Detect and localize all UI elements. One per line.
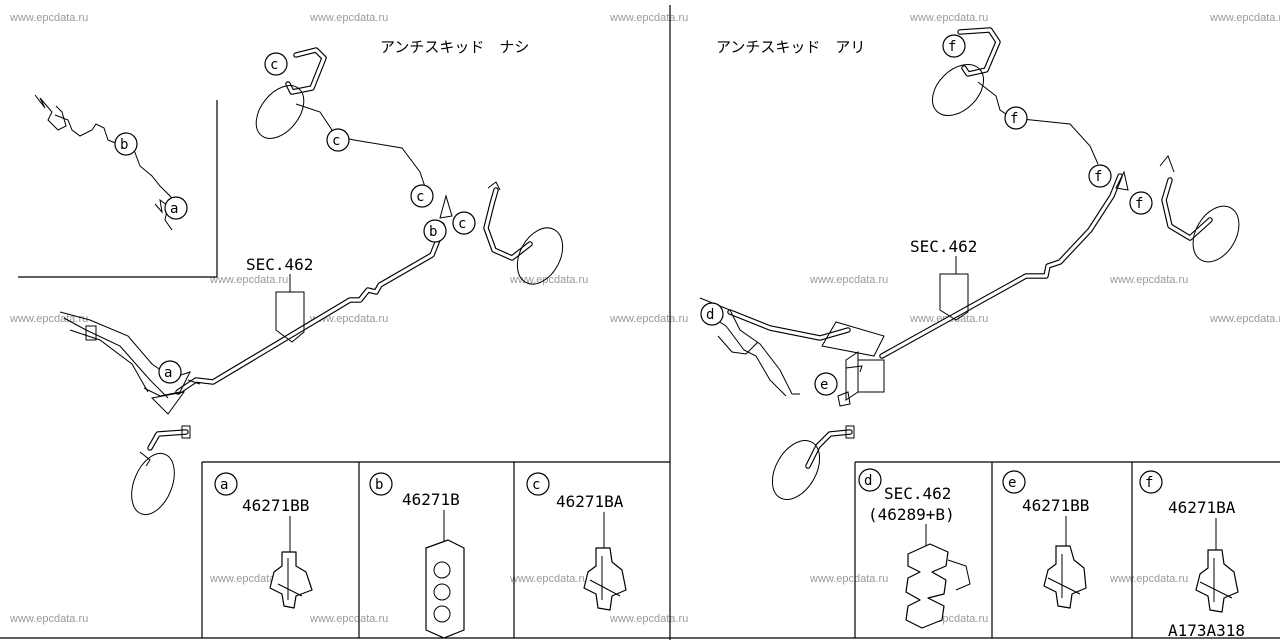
watermark: www.epcdata.ru	[609, 313, 688, 325]
part-number: 46271B	[402, 490, 460, 509]
callout-letter: c	[458, 216, 466, 232]
watermark-layer: www.epcdata.ru www.epcdata.ru www.epcdat…	[9, 12, 1280, 625]
callout-circle	[1088, 164, 1112, 188]
callout-letter: b	[429, 224, 437, 240]
watermark: www.epcdata.ru	[509, 274, 588, 286]
watermark: www.epcdata.ru	[209, 274, 288, 286]
part-letter: c	[532, 477, 540, 493]
callout-circle	[158, 360, 182, 384]
callout-letter: f	[1094, 169, 1102, 185]
watermark: www.epcdata.ru	[9, 12, 88, 24]
callout-letter: a	[164, 365, 172, 381]
part-cell-e: e 46271BB	[1002, 470, 1089, 609]
callout-letter: c	[332, 133, 340, 149]
part-letter: b	[375, 477, 383, 493]
callout-circle	[814, 372, 838, 396]
front-brake-assembly	[59, 311, 201, 415]
part-cell-f: f 46271BA	[1139, 470, 1239, 613]
upper-hose-assembly	[255, 47, 429, 197]
clip-icon	[269, 551, 313, 609]
callout-letter: f	[1135, 196, 1143, 212]
callout-circle	[114, 132, 138, 156]
figure-code: A173A318	[1168, 621, 1245, 640]
callout-circle	[942, 34, 966, 58]
watermark: www.epcdata.ru	[1209, 12, 1280, 24]
rear-hose-assembly-abs	[771, 391, 855, 500]
callout-letter: c	[416, 189, 424, 205]
callout-circle	[700, 302, 724, 326]
watermark: www.epcdata.ru	[509, 573, 588, 585]
left-panel: アンチスキッド ナシ	[34, 38, 627, 639]
callout-letter: c	[270, 57, 278, 73]
right-sec-label: SEC.462	[910, 237, 977, 256]
watermark: www.epcdata.ru	[309, 313, 388, 325]
watermark: www.epcdata.ru	[309, 12, 388, 24]
clip-icon	[1043, 545, 1087, 609]
watermark: www.epcdata.ru	[809, 573, 888, 585]
callout-letter: b	[120, 137, 128, 153]
watermark: www.epcdata.ru	[609, 12, 688, 24]
frame-lines	[0, 5, 1280, 640]
clip-icon	[425, 539, 465, 639]
callout-circle	[1004, 106, 1028, 130]
watermark: www.epcdata.ru	[9, 613, 88, 625]
watermark: www.epcdata.ru	[809, 274, 888, 286]
abs-module	[699, 297, 885, 401]
callout-circle	[452, 211, 476, 235]
part-letter: e	[1008, 475, 1016, 491]
part-number: 46271BA	[556, 492, 624, 511]
callout-circle	[423, 219, 447, 243]
callout-letter: e	[820, 377, 828, 393]
main-brake-pipe-abs	[727, 173, 1123, 359]
part-cell-b: b 46271B	[369, 472, 465, 639]
clip-icon	[1195, 549, 1239, 613]
callout-letter: d	[706, 307, 714, 323]
watermark: www.epcdata.ru	[209, 573, 288, 585]
part-cell-a: a 46271BB	[214, 472, 313, 609]
watermark: www.epcdata.ru	[9, 313, 88, 325]
part-cell-d: d SEC.462 (46289+B)	[858, 468, 971, 629]
main-brake-pipe	[175, 222, 445, 395]
watermark: www.epcdata.ru	[1109, 573, 1188, 585]
part-number: 46271BA	[1168, 498, 1236, 517]
watermark: www.epcdata.ru	[309, 613, 388, 625]
watermark: www.epcdata.ru	[909, 12, 988, 24]
callout-circle	[410, 184, 434, 208]
part-letter: a	[220, 477, 228, 493]
part-cell-c: c 46271BA	[526, 472, 627, 611]
right-hose-assembly-abs	[1115, 155, 1240, 263]
part-letter: f	[1145, 475, 1153, 491]
inset-sketch	[34, 94, 177, 231]
callout-letter: f	[1010, 111, 1018, 127]
part-number: 46271BB	[1022, 496, 1089, 515]
right-panel-title: アンチスキッド アリ	[716, 38, 865, 56]
rear-hose-assembly	[131, 425, 191, 516]
part-number-sub: (46289+B)	[868, 505, 955, 524]
callout-circle	[326, 128, 350, 152]
callout-letter: a	[170, 201, 178, 217]
part-number: 46271BB	[242, 496, 309, 515]
watermark: www.epcdata.ru	[1209, 313, 1280, 325]
clip-icon	[905, 543, 949, 629]
part-number: SEC.462	[884, 484, 951, 503]
watermark: www.epcdata.ru	[1109, 274, 1188, 286]
clip-icon	[583, 547, 627, 611]
part-letter: d	[864, 473, 872, 489]
right-hose-assembly	[439, 181, 564, 285]
callout-letter: f	[948, 39, 956, 55]
watermark: www.epcdata.ru	[609, 613, 688, 625]
left-sec-label: SEC.462	[246, 255, 313, 274]
callout-circle	[264, 52, 288, 76]
callout-circle	[1129, 191, 1153, 215]
callout-circle	[164, 196, 188, 220]
left-panel-title: アンチスキッド ナシ	[380, 38, 529, 56]
right-panel: アンチスキッド アリ	[699, 27, 1240, 629]
